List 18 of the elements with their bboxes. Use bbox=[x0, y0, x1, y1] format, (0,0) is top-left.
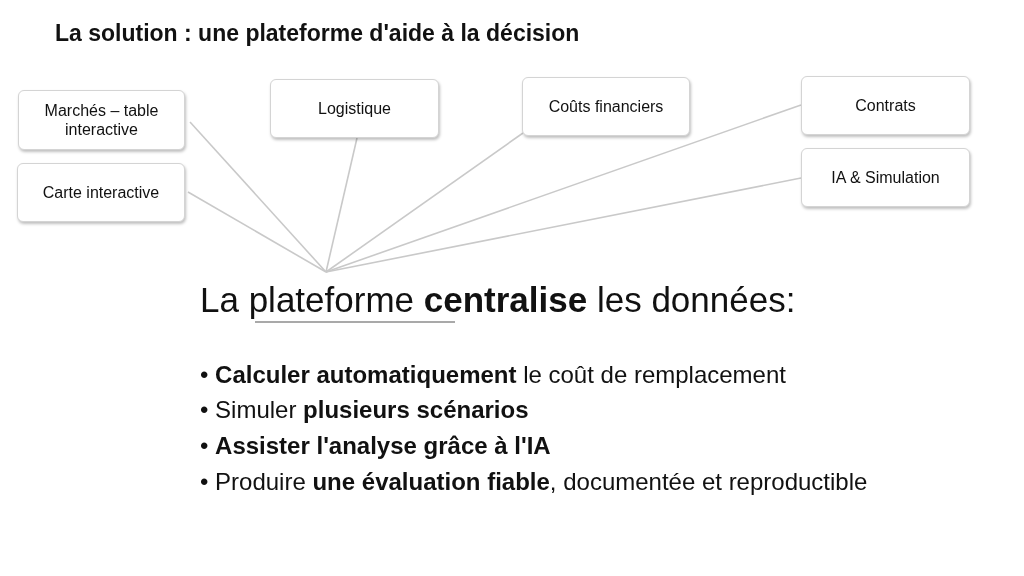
topic-box: Marchés – table interactive bbox=[18, 90, 185, 150]
connector-line bbox=[325, 132, 524, 273]
connector-line bbox=[325, 177, 802, 273]
topic-box: IA & Simulation bbox=[801, 148, 970, 207]
headline-text: La plateforme centralise les données: bbox=[200, 280, 796, 319]
connector-line bbox=[325, 137, 358, 273]
topic-box: Logistique bbox=[270, 79, 439, 138]
connector-line bbox=[189, 121, 327, 273]
bullet-text: • Calculer automatiquement le coût de remplacement bbox=[200, 360, 787, 390]
topic-box: Contrats bbox=[801, 76, 970, 135]
bullet-text: • Simuler plusieurs scénarios bbox=[200, 395, 530, 425]
topic-box: Carte interactive bbox=[17, 163, 185, 222]
bullet-text: • Produire une évaluation fiable, documentée et reproductible bbox=[200, 467, 869, 497]
connector-line bbox=[187, 191, 327, 273]
bullet-text: • Assister l'analyse grâce à l'IA bbox=[200, 431, 552, 461]
slide-title: La solution : une plateforme d'aide à la décision bbox=[55, 20, 580, 47]
topic-box: Coûts financiers bbox=[522, 77, 690, 136]
connector-line bbox=[325, 104, 802, 273]
